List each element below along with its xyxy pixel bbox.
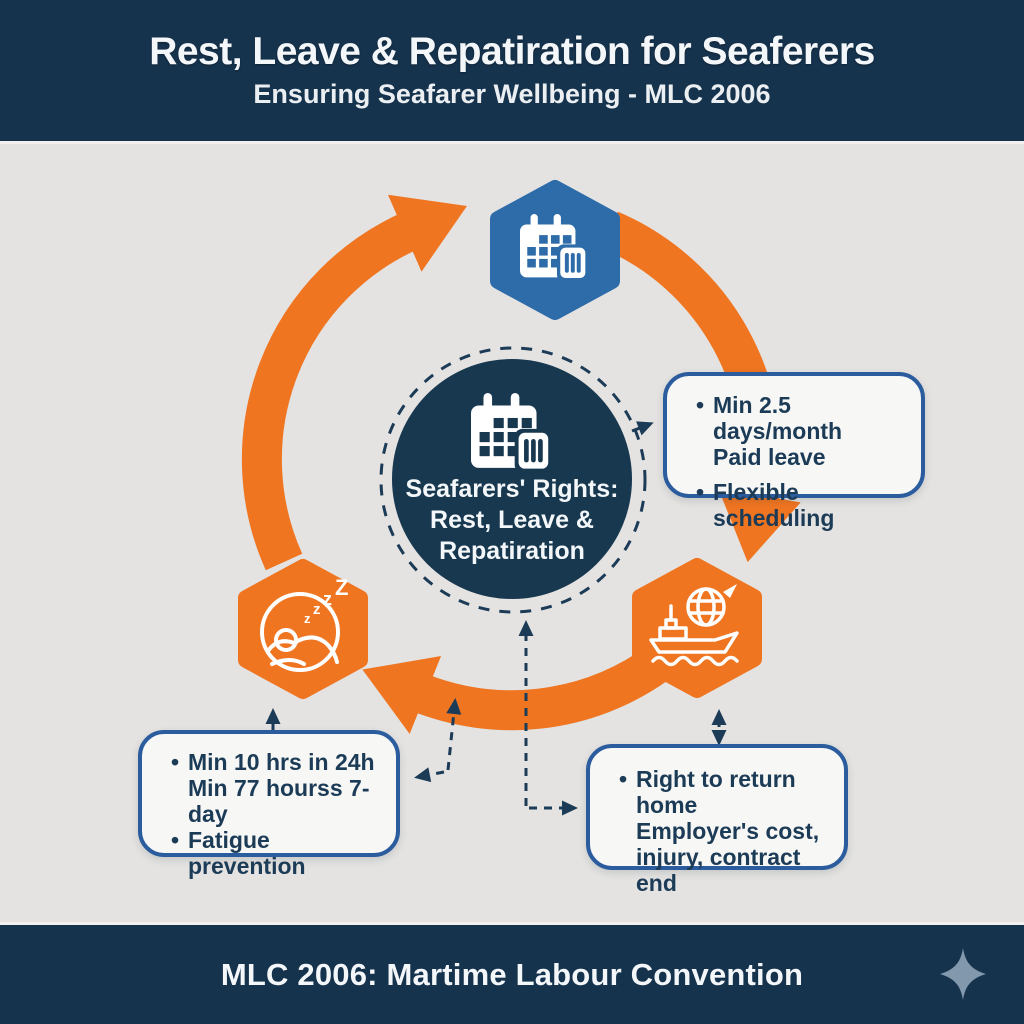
page-subtitle: Ensuring Seafarer Wellbeing - MLC 2006 <box>253 78 771 109</box>
bullet-marker: • <box>170 827 180 853</box>
bullet-marker: • <box>618 766 628 792</box>
footer-caption: MLC 2006: Martime Labour Convention <box>220 956 804 992</box>
bullet-marker: • <box>695 392 705 418</box>
list-item: • Right to return home Employer's cost, … <box>610 766 830 896</box>
center-label-line: Repatiration <box>439 537 585 565</box>
cycle-arrow-left-up-icon <box>241 194 467 571</box>
node-schedule-hexagon <box>490 180 620 320</box>
callout-rest-hours: • Min 10 hrs in 24h Min 77 hourss 7-day … <box>138 730 400 879</box>
sleeping-person-zzz-icon: z z z Z <box>260 575 348 672</box>
center-label-line: Rest, Leave & <box>430 506 594 534</box>
svg-text:z: z <box>323 589 332 609</box>
callout-text-line: Right to return home <box>636 766 796 818</box>
center-label-line: Seafarers' Rights: <box>405 475 619 503</box>
callout-text-line: Min 2.5 days/month <box>713 392 843 444</box>
calendar-icon <box>520 214 589 282</box>
svg-text:Z: Z <box>335 575 348 600</box>
header-band: Rest, Leave & Repatiration for Seaferers… <box>0 0 1024 144</box>
node-rest-hexagon: z z z Z <box>238 559 368 699</box>
bullet-marker: • <box>695 479 705 505</box>
callout-paid-leave: • Min 2.5 days/month Paid leave • Flexib… <box>663 372 925 531</box>
connector-up-from-rest-callout <box>446 698 462 771</box>
page-title: Rest, Leave & Repatiration for Seaferers <box>149 29 875 73</box>
footer-band: MLC 2006: Martime Labour Convention <box>0 922 1024 1024</box>
center-node-label: Seafarers' Rights: Rest, Leave & Repatir… <box>362 474 662 567</box>
callout-repatriation: • Right to return home Employer's cost, … <box>586 744 848 896</box>
svg-text:z: z <box>313 601 321 618</box>
list-item: • Min 10 hrs in 24h Min 77 hourss 7-day <box>162 749 382 827</box>
ship-globe-icon <box>649 584 739 667</box>
sparkle-icon <box>940 948 986 1000</box>
callout-text-line: Employer's cost, <box>636 818 820 844</box>
connector-center-to-paid-leave <box>631 421 654 436</box>
bullet-marker: • <box>170 749 180 775</box>
list-item: • Fatigue prevention <box>162 827 382 879</box>
list-item: • Flexible scheduling <box>687 479 907 531</box>
callout-text-line: Flexible scheduling <box>713 479 835 531</box>
callout-text-line: Paid leave <box>713 444 826 470</box>
callout-text-line: Fatigue prevention <box>188 827 306 879</box>
callout-text-line: injury, contract end <box>636 844 801 896</box>
callout-text-line: Min 77 hourss 7-day <box>188 775 370 827</box>
list-item: • Min 2.5 days/month Paid leave <box>687 392 907 470</box>
dashed-ring <box>379 346 647 614</box>
center-circle <box>392 359 632 599</box>
svg-text:z: z <box>304 611 311 626</box>
calendar-icon <box>471 393 553 473</box>
callout-text-line: Min 10 hrs in 24h <box>188 749 375 775</box>
node-repatriation-hexagon <box>632 558 762 698</box>
dashed-connectors <box>265 421 727 816</box>
connector-to-rest-callout <box>414 767 445 783</box>
